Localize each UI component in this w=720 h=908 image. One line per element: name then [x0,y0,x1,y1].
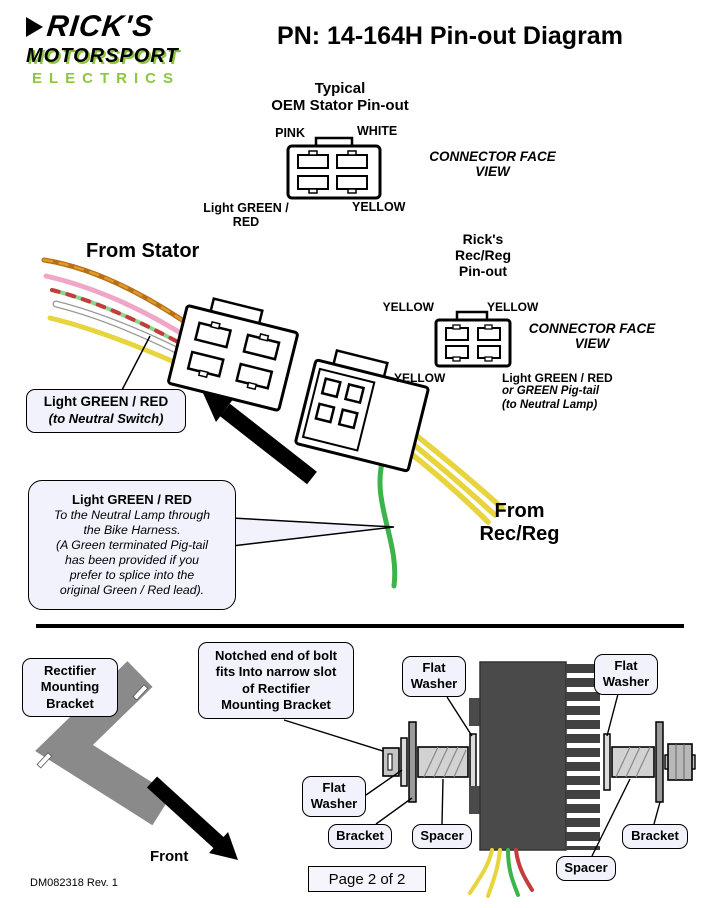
flat-washer-label-top-right: Flat Washer [594,654,658,695]
neutral-switch-callout-italic: (to Neutral Switch) [48,411,164,427]
bracket-label-right: Bracket [622,824,688,849]
ricks-face-view-label: CONNECTOR FACE VIEW [528,321,656,351]
from-recreg-label: From Rec/Reg [479,500,560,545]
ricks-pin-yellow-bl: YELLOW [394,371,446,385]
notch-callout-leader [283,719,387,753]
oem-pin-pink: PINK [275,126,305,140]
from-stator-label: From Stator [86,240,200,262]
ricks-connector-face [434,310,512,368]
lamp-callout-tail [231,517,395,547]
doc-number: DM082318 Rev. 1 [30,877,118,889]
logo-electrics: ELECTRICS [32,70,181,87]
logo-motorsport: MOTORSPORT [26,45,179,67]
notched-bolt-callout: Notched end of bolt fits Into narrow slo… [198,642,354,719]
oem-connector-face [286,136,382,200]
spacer-label-right: Spacer [556,856,616,881]
ricks-heading: Rick's Rec/Reg Pin-out [454,231,512,279]
rectifier-assembly [365,661,696,898]
page-title: PN: 14-164H Pin-out Diagram [277,22,623,50]
ricks-pin-lgr-line2: or GREEN Pig-tail [502,385,600,398]
page-indicator: Page 2 of 2 [308,866,426,892]
neutral-switch-callout: Light GREEN / RED (to Neutral Switch) [26,389,186,433]
neutral-lamp-callout-italic: To the Neutral Lamp through the Bike Har… [53,508,211,598]
logo: RICK'S MOTORSPORT ELECTRICS [26,10,236,87]
ricks-pin-lgr-line1: Light GREEN / RED [502,371,613,385]
ricks-pin-yellow-tl: YELLOW [382,300,434,314]
oem-pin-light-green-red: Light GREEN / RED [203,201,289,229]
ricks-pin-lgr: Light GREEN / RED or GREEN Pig-tail (to … [502,371,647,413]
mating-arrow [203,393,317,485]
oem-pin-white: WHITE [357,124,398,138]
logo-arrow-icon [26,17,43,37]
neutral-lamp-callout-bold: Light GREEN / RED [72,491,192,507]
logo-ricks: RICK'S [45,10,156,43]
ricks-pin-lgr-line3: (to Neutral Lamp) [502,399,598,412]
page-indicator-text: Page 2 of 2 [328,870,406,888]
flat-washer-label-bottom-left: Flat Washer [302,776,366,817]
front-label: Front [150,848,189,865]
rectifier-mounting-bracket-label: Rectifier Mounting Bracket [22,658,118,717]
neutral-lamp-callout: Light GREEN / RED To the Neutral Lamp th… [28,480,236,610]
oem-face-view-label: CONNECTOR FACE VIEW [429,149,556,179]
front-arrow [146,776,238,860]
switch-callout-leader [121,335,151,391]
stator-connector [167,297,299,412]
section-divider [36,624,684,628]
spacer-label-left: Spacer [412,824,472,849]
recreg-connector [294,348,430,473]
oem-pin-yellow: YELLOW [352,200,406,214]
flat-washer-label-top-left: Flat Washer [402,656,466,697]
bracket-label-left: Bracket [328,824,392,849]
oem-heading: Typical OEM Stator Pin-out [271,80,409,114]
recreg-wires [377,429,505,589]
ricks-pin-yellow-tr: YELLOW [487,300,539,314]
neutral-switch-callout-bold: Light GREEN / RED [43,394,169,410]
